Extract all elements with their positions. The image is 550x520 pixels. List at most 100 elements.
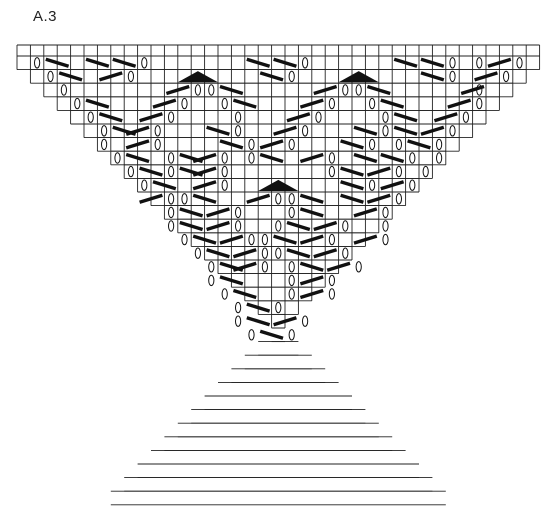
decrease-left-symbol [125,139,150,150]
decrease-right-symbol [259,152,284,164]
decrease-right-symbol [246,316,271,327]
yarn-over-symbol [382,125,389,137]
decrease-left-symbol [219,234,244,245]
decrease-left-symbol [139,112,163,123]
decrease-right-symbol [393,112,418,123]
yarn-over-symbol [221,165,228,178]
decrease-right-symbol [192,193,217,204]
decrease-right-symbol [380,98,405,109]
decrease-right-symbol [340,139,364,150]
decrease-right-symbol [340,166,364,177]
yarn-over-symbol [436,152,443,164]
decrease-left-symbol [232,261,257,272]
yarn-over-symbol [382,233,389,246]
decrease-right-symbol [393,125,418,136]
double-decrease-symbol [338,71,379,83]
decrease-left-symbol [299,234,324,245]
yarn-over-symbol [288,206,295,219]
yarn-over-symbol [248,138,255,151]
decrease-left-symbol [232,248,257,259]
decrease-right-symbol [366,84,391,96]
yarn-over-symbol [328,288,335,300]
yarn-over-symbol [181,193,188,205]
double-decrease-symbol [177,71,218,83]
yarn-over-symbol [221,179,228,191]
yarn-over-symbol [261,233,268,246]
decrease-left-symbol [353,234,378,245]
decrease-right-symbol [206,248,230,259]
yarn-over-symbol [288,261,295,273]
yarn-over-symbol [74,97,81,110]
yarn-over-symbol [342,220,349,232]
yarn-over-symbol [409,152,416,164]
yarn-over-symbol [141,57,148,69]
yarn-over-symbol [87,111,94,123]
yarn-over-symbol [288,138,295,151]
yarn-over-symbol [275,220,282,232]
decrease-right-symbol [407,139,431,150]
yarn-over-symbol [288,193,295,205]
decrease-right-symbol [286,220,311,232]
decrease-left-symbol [447,98,472,109]
decrease-right-symbol [353,152,378,164]
decrease-left-symbol [326,261,351,272]
yarn-over-symbol [168,193,175,205]
decrease-right-symbol [393,57,418,68]
yarn-over-symbol [315,111,322,123]
decrease-right-symbol [125,152,150,164]
decrease-left-symbol [366,166,391,177]
yarn-over-symbol [328,152,335,164]
yarn-over-symbol [382,111,389,123]
decrease-left-symbol [273,125,297,136]
decrease-right-symbol [299,261,324,272]
yarn-over-symbol [422,165,429,178]
yarn-over-symbol [47,70,54,83]
yarn-over-symbol [382,206,389,219]
yarn-over-symbol [516,57,523,69]
decrease-right-symbol [286,248,311,259]
decrease-left-symbol [192,166,217,177]
yarn-over-symbol [436,138,443,151]
yarn-over-symbol [154,138,161,151]
chart-grid [16,44,541,506]
yarn-over-symbol [476,97,483,110]
decrease-right-symbol [206,125,230,136]
decrease-left-symbol [125,125,150,136]
decrease-left-symbol [192,152,217,164]
decrease-left-symbol [474,71,498,82]
yarn-over-symbol [288,70,295,83]
decrease-left-symbol [273,316,297,327]
decrease-left-symbol [206,220,230,232]
yarn-over-symbol [221,152,228,164]
yarn-over-symbol [168,206,175,219]
yarn-over-symbol [235,315,242,327]
decrease-right-symbol [139,166,163,177]
chart-title: A.3 [33,8,58,25]
decrease-left-symbol [420,125,445,136]
decrease-left-symbol [366,193,391,204]
decrease-left-symbol [353,207,378,218]
decrease-left-symbol [299,288,324,300]
double-decrease-symbol [258,179,299,191]
decrease-right-symbol [246,302,271,313]
decrease-right-symbol [219,139,244,150]
decrease-right-symbol [152,180,177,191]
decrease-left-symbol [286,112,311,123]
yarn-over-symbol [221,97,228,110]
decrease-right-symbol [179,220,204,232]
decrease-right-symbol [232,98,257,109]
yarn-over-symbol [395,193,402,205]
yarn-over-symbol [194,247,201,259]
decrease-right-symbol [353,125,378,136]
decrease-right-symbol [259,71,284,82]
yarn-over-symbol [288,274,295,287]
yarn-over-symbol [275,193,282,205]
decrease-right-symbol [112,57,137,68]
decrease-left-symbol [313,248,338,259]
decrease-right-symbol [299,207,324,218]
decrease-left-symbol [139,193,163,204]
yarn-over-symbol [141,179,148,191]
yarn-over-symbol [369,138,376,151]
yarn-over-symbol [248,329,255,341]
